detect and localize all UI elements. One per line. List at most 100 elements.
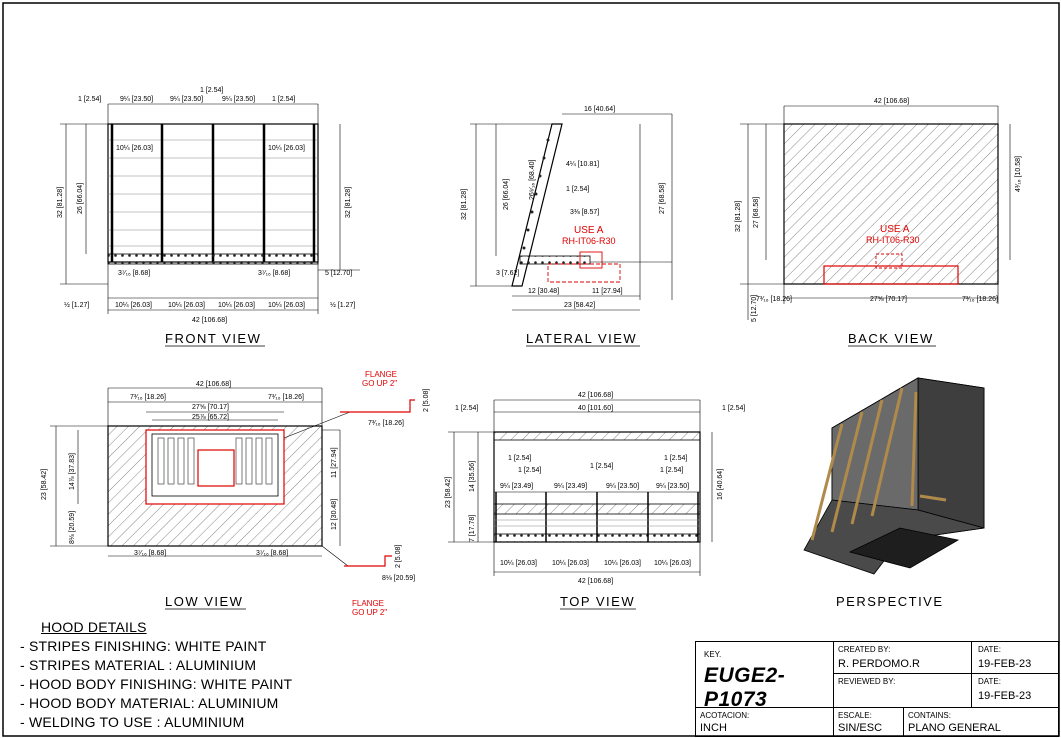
low-flange-top: FLANGE	[365, 370, 397, 379]
date-reviewed-value: 19-FEB-23	[978, 690, 1032, 702]
low-dim-7-c: 7³⁄₁₆ [18.26]	[368, 420, 404, 427]
lateral-dim-26: 26 [66.04]	[503, 179, 510, 210]
back-dim-42: 42 [106.68]	[874, 98, 909, 105]
top-dim-1-e: 1 [2.54]	[590, 463, 613, 470]
top-dim-1-f: 1 [2.54]	[664, 455, 687, 462]
low-flange-bottom: FLANGE	[352, 599, 384, 608]
created-label: CREATED BY:	[838, 645, 891, 654]
back-view-label: BACK VIEW	[848, 331, 934, 346]
back-dim-27: 27 [68.58]	[753, 197, 760, 228]
top-dim-7b: 7 [17.78]	[469, 515, 476, 542]
front-dim-1-c: 1 [2.54]	[200, 87, 223, 94]
note-item: - HOOD BODY MATERIAL: ALUMINIUM	[20, 695, 279, 711]
reviewed-label: REVIEWED BY:	[838, 677, 896, 686]
back-view: 42 [106.68] USE A RH-IT06-R30 7³⁄₁₆ [18.…	[735, 98, 1022, 347]
scale-label: ESCALE:	[838, 711, 872, 720]
acotacion-label: ACOTACION:	[700, 711, 750, 720]
top-dim-42: 42 [106.68]	[578, 392, 613, 399]
top-dim-10-a: 10¼ [26.03]	[500, 560, 537, 567]
hood-details: HOOD DETAILS - STRIPES FINISHING: WHITE …	[20, 618, 292, 732]
low-dim-27b: 27⅝ [70.17]	[192, 404, 229, 411]
back-part: RH-IT06-R30	[866, 235, 920, 245]
lateral-use-a: USE A	[574, 225, 604, 236]
reviewed-cell: REVIEWED BY:	[834, 674, 972, 708]
front-dim-3-16-a: 3⁷⁄₁₆ [8.68]	[118, 270, 150, 277]
front-dim-half-b: ½ [1.27]	[330, 301, 355, 309]
date-label-2: DATE:	[978, 677, 1001, 686]
top-dim-14b: 14 [35.56]	[469, 461, 476, 492]
scale-value: SIN/ESC	[838, 722, 883, 734]
front-dim-9-b: 9¼ [23.50]	[170, 96, 203, 103]
lateral-dim-32: 32 [81.28]	[461, 189, 468, 220]
lateral-dim-3: 3 [7.62]	[496, 270, 519, 277]
top-dim-16: 16 [40.64]	[717, 469, 724, 500]
top-dim-1-d: 1 [2.54]	[518, 467, 541, 474]
back-dim-32: 32 [81.28]	[735, 201, 742, 232]
back-dim-27b: 27⅝ [70.17]	[870, 296, 907, 303]
top-dim-9-d: 9¼ [23.50]	[656, 483, 689, 490]
front-dim-10-c: 10¼ [26.03]	[115, 302, 152, 309]
key-cell: KEY. EUGE2-P1073	[696, 642, 834, 711]
low-goup-bottom: GO UP 2"	[352, 608, 387, 617]
front-dim-10-d: 10¼ [26.03]	[168, 302, 205, 309]
back-use-a: USE A	[880, 224, 910, 235]
top-dim-10-c: 10¼ [26.03]	[604, 560, 641, 567]
low-dim-25: 25⅞ [65.72]	[192, 414, 229, 421]
lateral-dim-27: 27 [68.58]	[659, 183, 666, 214]
back-dim-4b: 4³⁄₁₆ [10.58]	[1015, 156, 1022, 192]
front-view-label: FRONT VIEW	[165, 331, 261, 346]
top-dim-1-b: 1 [2.54]	[722, 405, 745, 412]
low-dim-7-b: 7³⁄₁₆ [18.26]	[268, 394, 304, 401]
lateral-view: 16 [40.64] 4¼ [10.81] 1 [2.54] 3⅜ [8.57]…	[461, 106, 673, 347]
created-value: R. PERDOMO.R	[838, 658, 920, 670]
low-view: FLANGE GO UP 2" FLANGE GO UP 2" 42 [106.…	[41, 370, 430, 617]
back-dim-7-b: 7³⁄₁₆ [18.26]	[962, 296, 998, 303]
lateral-part: RH-IT06-R30	[562, 236, 616, 246]
lateral-dim-4: 4¼ [10.81]	[566, 161, 599, 168]
front-dim-10-f: 10¼ [26.03]	[268, 302, 305, 309]
low-dim-23: 23 [58.42]	[41, 469, 48, 500]
date-created-value: 19-FEB-23	[978, 658, 1032, 670]
front-dim-9-c: 9¼ [23.50]	[222, 96, 255, 103]
note-item: - HOOD BODY FINISHING: WHITE PAINT	[20, 676, 293, 692]
front-dim-9-a: 9¼ [23.50]	[120, 96, 153, 103]
low-dim-2-b: 2 [5.08]	[395, 545, 402, 568]
low-goup-top: GO UP 2"	[362, 379, 397, 388]
title-block: KEY. EUGE2-P1073 CREATED BY: R. PERDOMO.…	[695, 641, 1059, 737]
top-dim-9-a: 9¼ [23.49]	[500, 483, 533, 490]
top-dim-40: 40 [101.60]	[578, 405, 613, 412]
front-dim-32-r: 32 [81.28]	[345, 187, 352, 218]
front-dim-10-a: 10¼ [26.03]	[116, 145, 153, 152]
contains-label: CONTAINS:	[908, 711, 951, 720]
key-value: EUGE2-P1073	[704, 664, 786, 711]
contains-cell: CONTAINS: PLANO GENERAL	[904, 708, 1058, 736]
top-dim-1-g: 1 [2.54]	[660, 467, 683, 474]
low-dim-8b: 8⅛ [20.59]	[69, 511, 76, 544]
lateral-dim-1: 1 [2.54]	[566, 186, 589, 193]
top-dim-42-b: 42 [106.68]	[578, 578, 613, 585]
perspective-view: PERSPECTIVE	[803, 377, 985, 609]
date-created-cell: DATE: 19-FEB-23	[972, 642, 1058, 674]
low-dim-3-16-a: 3⁷⁄₁₆ [8.68]	[134, 550, 166, 557]
date-label: DATE:	[978, 645, 1001, 654]
acotacion-value: INCH	[700, 722, 727, 734]
back-dim-5: 5 [12.70]	[751, 295, 758, 322]
top-dim-1-c: 1 [2.54]	[508, 455, 531, 462]
top-dim-9-b: 9¼ [23.49]	[554, 483, 587, 490]
top-dim-23: 23 [58.42]	[445, 477, 452, 508]
low-dim-8: 8⅛ [20.59]	[382, 575, 415, 582]
lateral-dim-11: 11 [27.94]	[592, 288, 623, 295]
front-dim-5: 5 [12.70]	[325, 270, 352, 277]
note-item: - WELDING TO USE : ALUMINIUM	[20, 714, 245, 730]
front-dim-3-16-b: 3⁷⁄₁₆ [8.68]	[258, 270, 290, 277]
front-dim-10-b: 10¼ [26.03]	[268, 145, 305, 152]
top-dim-10-d: 10¼ [26.03]	[654, 560, 691, 567]
front-dim-26: 26 [66.04]	[77, 183, 84, 214]
lateral-dim-38: 3⅜ [8.57]	[570, 209, 599, 216]
front-dim-42: 42 [106.68]	[192, 317, 227, 324]
note-item: - STRIPES MATERIAL : ALUMINIUM	[20, 657, 257, 673]
created-cell: CREATED BY: R. PERDOMO.R	[834, 642, 972, 674]
top-view-label: TOP VIEW	[560, 594, 635, 609]
date-reviewed-cell: DATE: 19-FEB-23	[972, 674, 1058, 708]
